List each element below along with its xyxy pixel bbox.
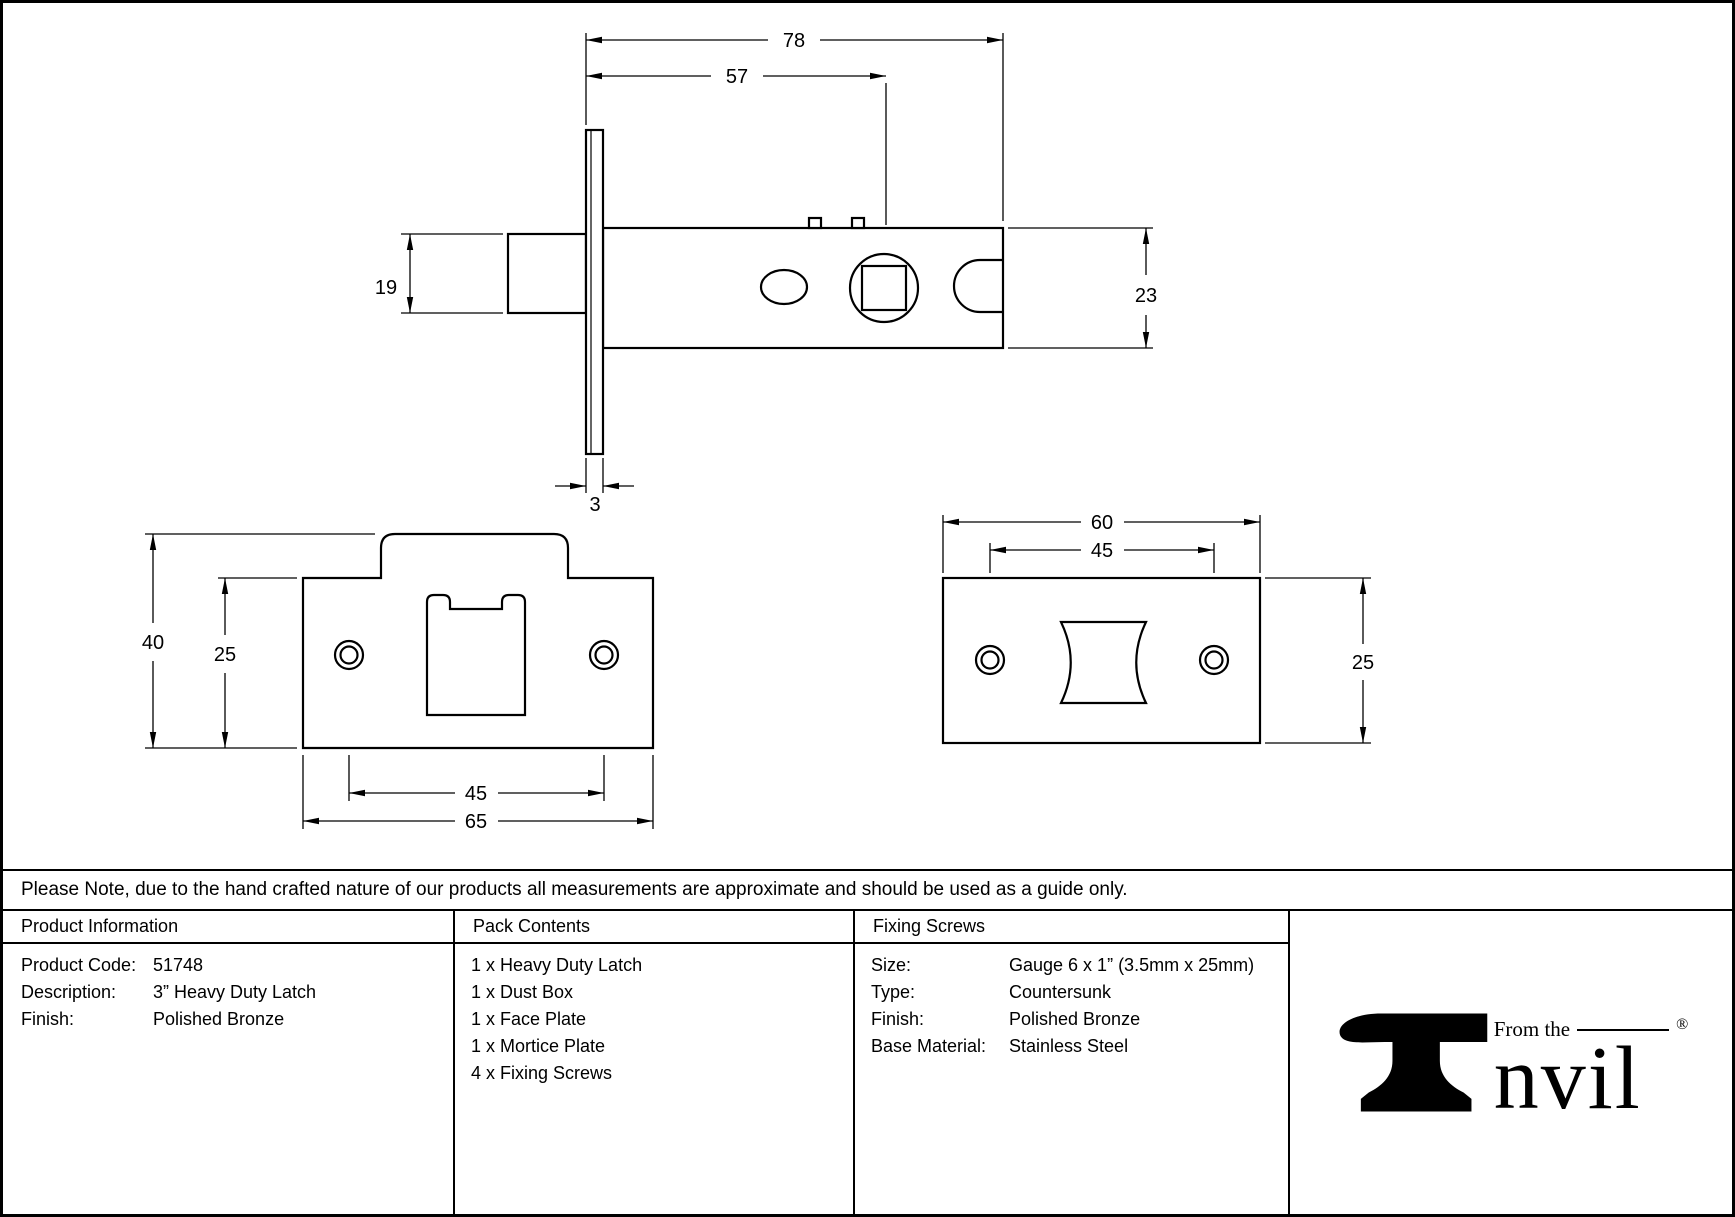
row-value: 3” Heavy Duty Latch: [153, 982, 317, 1002]
dim-morticeplate-width-label: 60: [1091, 512, 1113, 534]
product-information-cell: Product Code: 51748 Description: 3” Heav…: [3, 944, 455, 1214]
dimension-extension-lines: [401, 33, 1153, 493]
row-value: 51748: [153, 955, 204, 975]
case-end-notch: [952, 258, 1003, 314]
dim-faceplate-overall-height-label: 40: [142, 632, 164, 654]
table-row: Finish: Polished Bronze: [871, 1006, 1280, 1033]
dim-faceplate-height-label: 25: [214, 644, 236, 666]
dimension-lines: [943, 518, 1367, 743]
case-lug-right: [850, 216, 866, 230]
anvil-icon: [1339, 1013, 1487, 1112]
row-value: Countersunk: [1009, 982, 1112, 1002]
screw-hole-inner: [980, 650, 1000, 670]
from-the-anvil-logo: From the ® nvil: [1334, 1004, 1689, 1129]
row-value: Stainless Steel: [1009, 1036, 1129, 1056]
table-row: Size: Gauge 6 x 1” (3.5mm x 25mm): [871, 952, 1280, 979]
row-label: Base Material:: [871, 1036, 987, 1056]
screw-hole-inner: [339, 645, 359, 665]
latch-case: [601, 226, 1005, 350]
row-label: Finish:: [871, 1009, 925, 1029]
table-row: Base Material: Stainless Steel: [871, 1033, 1280, 1060]
row-label: Finish:: [21, 1009, 75, 1029]
brand-logo-cell: From the ® nvil: [1290, 911, 1732, 1214]
row-label: Product Code:: [21, 955, 137, 975]
list-item: 1 x Dust Box: [471, 982, 574, 1002]
dimension-lines: [406, 36, 1150, 490]
list-item: 1 x Face Plate: [471, 1009, 587, 1029]
row-label: Size:: [871, 955, 912, 975]
screw-hole-inner: [1204, 650, 1224, 670]
fixing-screws-cell: Size: Gauge 6 x 1” (3.5mm x 25mm) Type: …: [855, 944, 1290, 1214]
screw-hole-inner: [594, 645, 614, 665]
screw-hole: [588, 639, 620, 671]
mortice-plate-opening: [1059, 620, 1148, 705]
pack-contents-header: Pack Contents: [455, 911, 855, 944]
disclaimer-note: Please Note, due to the hand crafted nat…: [3, 869, 1732, 911]
table-row: Type: Countersunk: [871, 979, 1280, 1006]
list-item: 4 x Fixing Screws: [471, 1063, 613, 1083]
case-oval-hole: [759, 268, 809, 306]
disclaimer-note-text: Please Note, due to the hand crafted nat…: [21, 879, 1128, 900]
dim-latch-backset-label: 57: [726, 66, 748, 88]
table-row: Description: 3” Heavy Duty Latch: [21, 979, 445, 1006]
logo-wordmark: nvil: [1493, 1029, 1642, 1129]
row-value: Polished Bronze: [153, 1009, 285, 1029]
screw-hole: [1198, 644, 1230, 676]
fixing-screws-header: Fixing Screws: [855, 911, 1290, 944]
product-information-header: Product Information: [3, 911, 455, 944]
row-value: Gauge 6 x 1” (3.5mm x 25mm): [1009, 955, 1255, 975]
face-plate-view: 40 25 45 65: [142, 532, 655, 833]
latch-bolt: [506, 232, 588, 315]
pack-contents-cell: 1 x Heavy Duty Latch 1 x Dust Box 1 x Fa…: [455, 944, 855, 1214]
product-info-table: Product Information Pack Contents Fixing…: [3, 911, 1732, 1214]
latch-faceplate-edge: [584, 128, 605, 456]
table-row: Finish: Polished Bronze: [21, 1006, 445, 1033]
dim-latch-plate-thickness-label: 3: [589, 494, 600, 516]
dim-morticeplate-height-label: 25: [1352, 652, 1374, 674]
dim-latch-overall-label: 78: [783, 30, 805, 52]
case-lug-left: [807, 216, 823, 230]
logo-rule: [1577, 1028, 1670, 1031]
spindle-square-hole: [860, 264, 908, 312]
row-label: Description:: [21, 982, 117, 1002]
mortice-plate-view: 60 45 25: [941, 512, 1374, 745]
row-label: Type:: [871, 982, 916, 1002]
dim-faceplate-width-label: 65: [465, 811, 487, 833]
latch-side-view: 78 57 19 23 3: [375, 30, 1157, 516]
row-value: Polished Bronze: [1009, 1009, 1141, 1029]
logo-from-the-text: From the: [1493, 1017, 1571, 1042]
technical-drawing: 78 57 19 23 3: [142, 30, 1374, 833]
dim-latch-bolt-height-label: 19: [375, 277, 397, 299]
dimension-lines: [149, 534, 653, 825]
list-item: 1 x Heavy Duty Latch: [471, 955, 643, 975]
screw-hole: [333, 639, 365, 671]
face-plate-outline: [301, 532, 655, 750]
list-item: 1 x Mortice Plate: [471, 1036, 606, 1056]
logo-text-block: From the ® nvil: [1493, 1015, 1689, 1129]
dim-morticeplate-screw-centres-label: 45: [1091, 540, 1113, 562]
screw-hole: [974, 644, 1006, 676]
face-plate-latch-opening: [425, 593, 527, 717]
spindle-boss: [848, 252, 920, 324]
mortice-plate-outline: [941, 576, 1262, 745]
table-row: Product Code: 51748: [21, 952, 445, 979]
registered-trademark-mark: ®: [1676, 1015, 1689, 1033]
dim-faceplate-screw-centres-label: 45: [465, 783, 487, 805]
logo-tagline-row: From the ®: [1493, 1015, 1689, 1042]
dim-latch-case-height-label: 23: [1135, 285, 1157, 307]
